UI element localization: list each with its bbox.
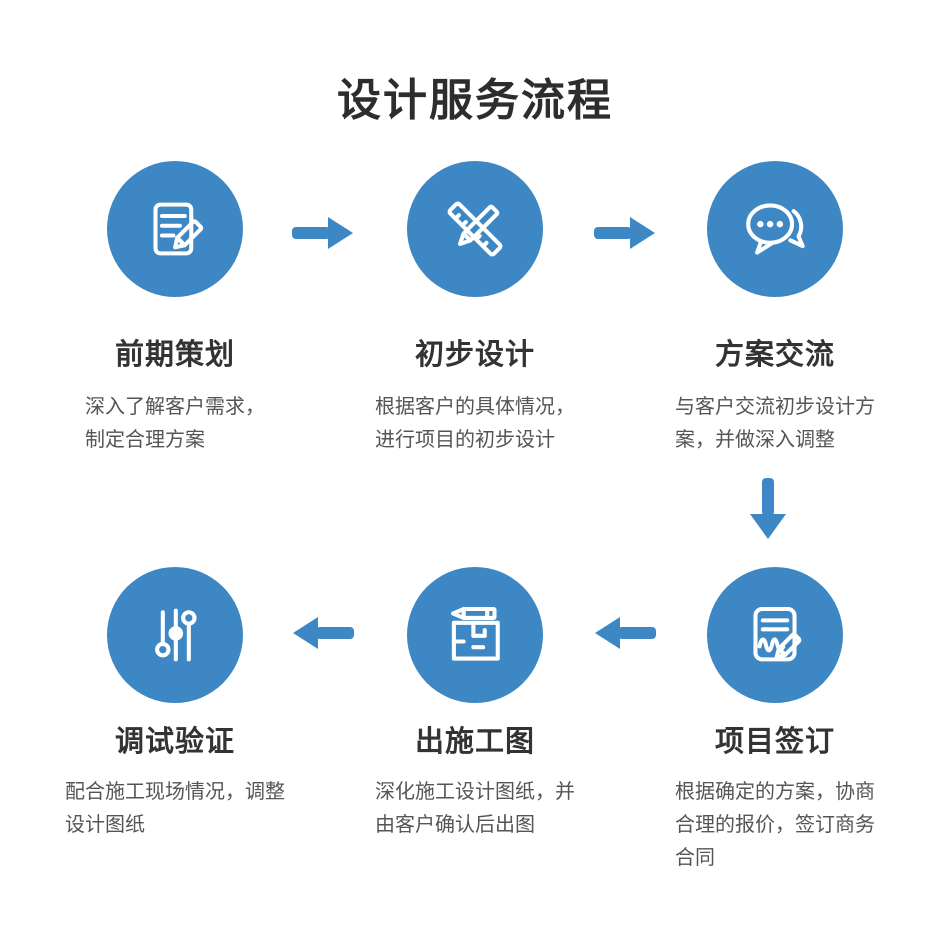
description-line: 合理的报价，签订商务 (675, 814, 875, 836)
step-circle (707, 567, 843, 703)
step-circle (407, 161, 543, 297)
step-construction-drawings: 出施工图 深化施工设计图纸，并 由客户确认后出图 (325, 567, 625, 875)
step-title: 初步设计 (414, 339, 535, 371)
step-plan-discussion: 方案交流 与客户交流初步设计方 案，并做深入调整 (625, 161, 925, 457)
step-description: 根据确定的方案，协商 合理的报价，签订商务 合同 (675, 776, 875, 875)
sliders-icon (155, 608, 197, 662)
step-description: 配合施工现场情况，调整 设计图纸 (65, 776, 285, 842)
page-title: 设计服务流程 (337, 76, 613, 125)
arrow-right-icon (292, 216, 354, 250)
step-title: 前期策划 (114, 339, 235, 371)
flow-row-bottom: 调试验证 配合施工现场情况，调整 设计图纸 出施 (25, 567, 925, 875)
chat-bubbles-icon (746, 203, 805, 255)
step-title: 出施工图 (414, 726, 535, 758)
floor-plan-pencil-icon (451, 606, 500, 661)
step-title: 项目签订 (714, 726, 835, 758)
step-description: 深入了解客户需求， 制定合理方案 (85, 391, 265, 457)
arrow-left-icon (594, 616, 656, 650)
description-line: 进行项目的初步设计 (375, 429, 555, 451)
contract-signing-icon (753, 606, 802, 662)
description-line: 案，并做深入调整 (675, 429, 835, 451)
step-circle (407, 567, 543, 703)
step-preliminary-design: 初步设计 根据客户的具体情况， 进行项目的初步设计 (325, 161, 625, 457)
arrow-right-icon (594, 216, 656, 250)
description-line: 由客户确认后出图 (375, 814, 535, 836)
step-circle (707, 161, 843, 297)
description-line: 深化施工设计图纸，并 (375, 781, 575, 803)
step-description: 深化施工设计图纸，并 由客户确认后出图 (375, 776, 575, 842)
arrow-down-icon (748, 478, 788, 540)
document-pencil-icon (153, 202, 204, 256)
step-circle (107, 567, 243, 703)
description-line: 设计图纸 (65, 814, 145, 836)
step-description: 与客户交流初步设计方 案，并做深入调整 (675, 391, 875, 457)
description-line: 与客户交流初步设计方 (675, 396, 875, 418)
step-debug-verify: 调试验证 配合施工现场情况，调整 设计图纸 (25, 567, 325, 875)
step-description: 根据客户的具体情况， 进行项目的初步设计 (375, 391, 575, 457)
description-line: 合同 (675, 847, 715, 869)
step-circle (107, 161, 243, 297)
description-line: 制定合理方案 (85, 429, 205, 451)
description-line: 配合施工现场情况，调整 (65, 781, 285, 803)
description-line: 根据确定的方案，协商 (675, 781, 875, 803)
step-project-signing: 项目签订 根据确定的方案，协商 合理的报价，签订商务 合同 (625, 567, 925, 875)
ruler-pencil-icon (447, 201, 503, 257)
description-line: 深入了解客户需求， (85, 396, 265, 418)
flow-row-top: 前期策划 深入了解客户需求， 制定合理方案 (25, 161, 925, 457)
step-title: 调试验证 (114, 726, 235, 758)
description-line: 根据客户的具体情况， (375, 396, 575, 418)
step-planning: 前期策划 深入了解客户需求， 制定合理方案 (25, 161, 325, 457)
step-title: 方案交流 (714, 339, 835, 371)
arrow-left-icon (292, 616, 354, 650)
